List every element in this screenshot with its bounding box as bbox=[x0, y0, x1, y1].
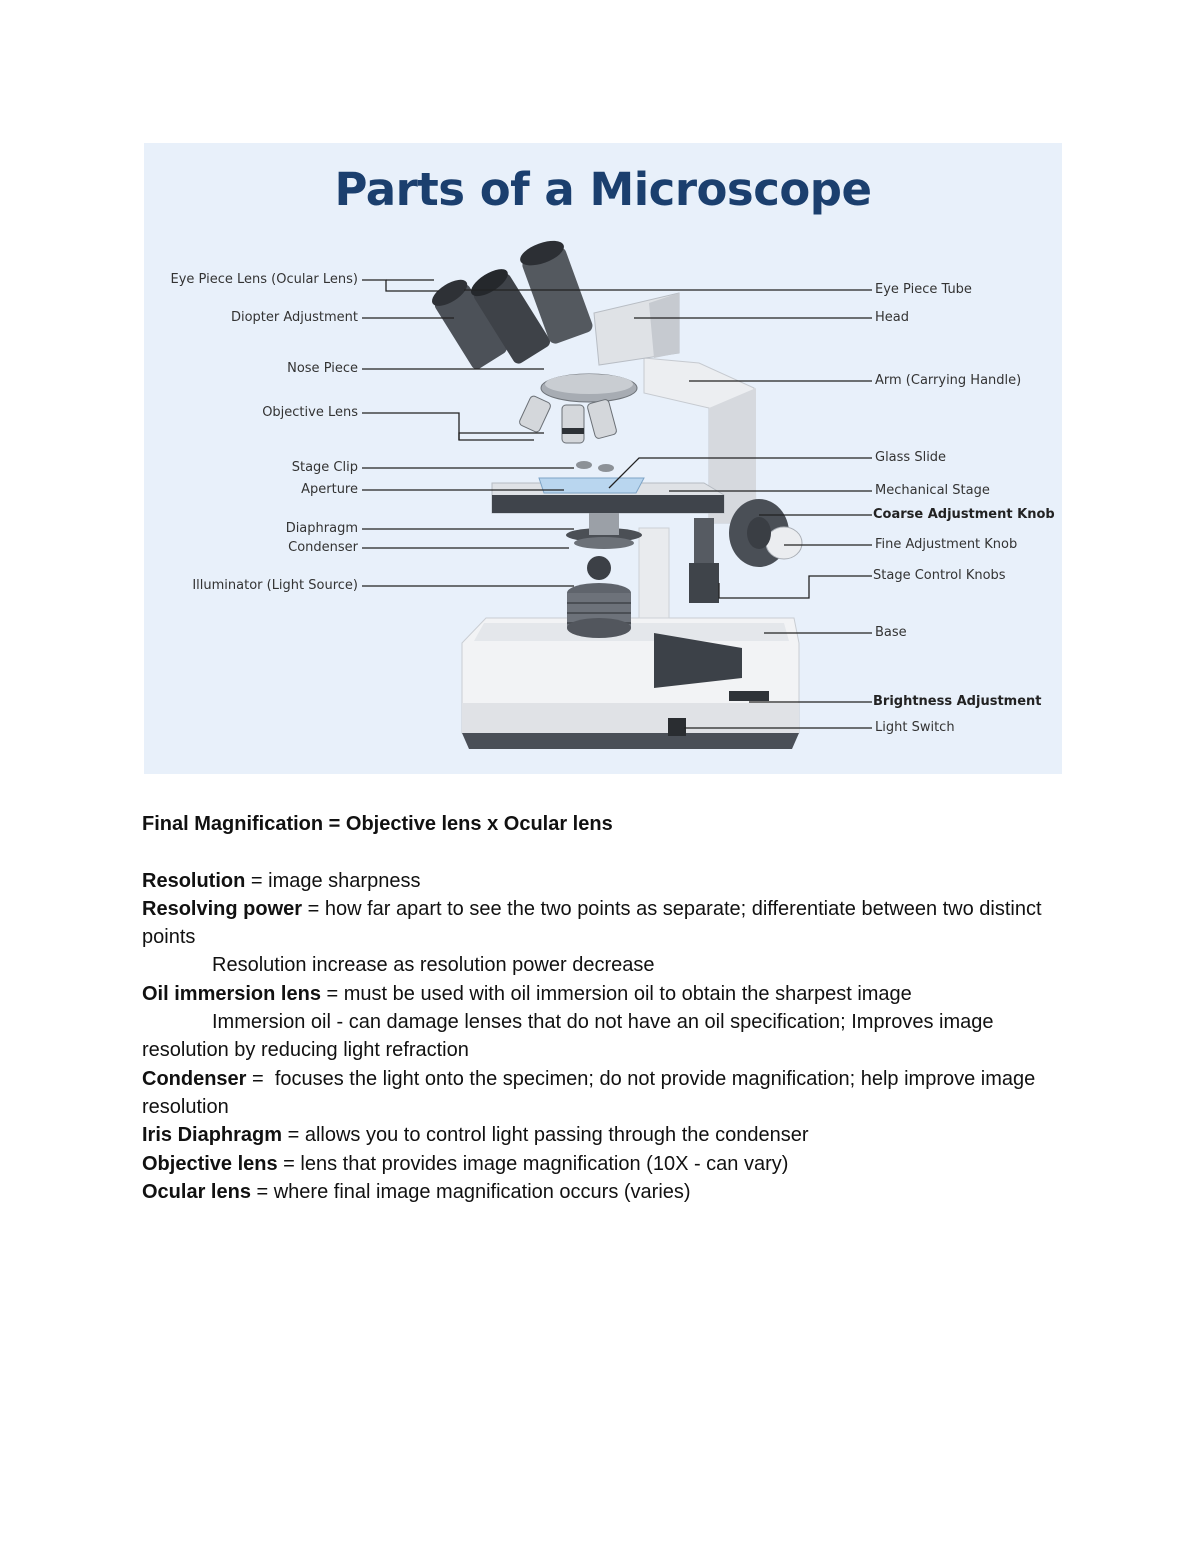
nosepiece-shape bbox=[519, 373, 638, 444]
head-shape bbox=[593, 292, 680, 366]
definition: = image sharpness bbox=[245, 869, 421, 892]
left-leader-lines bbox=[362, 279, 574, 587]
oil-immersion-subnote: Immersion oil - can damage lenses that d… bbox=[142, 1011, 994, 1062]
label-glass-slide: Glass Slide bbox=[875, 450, 947, 465]
objective-lens-entry: Objective lens = lens that provides imag… bbox=[142, 1150, 1072, 1178]
notes-section: Final Magnification = Objective lens x O… bbox=[142, 810, 1072, 1206]
term: Iris Diaphragm bbox=[142, 1124, 283, 1147]
iris-diaphragm-entry: Iris Diaphragm = allows you to control l… bbox=[142, 1121, 1072, 1149]
condenser-shape bbox=[566, 513, 642, 549]
label-objective-lens: Objective Lens bbox=[262, 405, 358, 420]
label-diopter-adjustment: Diopter Adjustment bbox=[230, 310, 358, 325]
definition: = lens that provides image magnification… bbox=[277, 1152, 789, 1175]
eyepieces-shape bbox=[432, 240, 593, 370]
knobs-shape bbox=[689, 499, 803, 603]
resolution-entry: Resolution = image sharpness bbox=[142, 867, 1072, 895]
microscope-diagram: Parts of a Microscope bbox=[144, 143, 1062, 774]
label-brightness-adjustment: Brightness Adjustment bbox=[873, 694, 1042, 709]
magnification-formula: Final Magnification = Objective lens x O… bbox=[142, 813, 613, 835]
label-arm: Arm (Carrying Handle) bbox=[875, 373, 1022, 388]
term: Oil immersion lens bbox=[142, 982, 321, 1005]
diagram-title: Parts of a Microscope bbox=[334, 163, 872, 216]
label-stage-control-knobs: Stage Control Knobs bbox=[873, 568, 1006, 583]
label-condenser: Condenser bbox=[288, 540, 358, 555]
label-aperture: Aperture bbox=[301, 482, 358, 497]
resolving-power-entry: Resolving power = how far apart to see t… bbox=[142, 895, 1072, 952]
label-head: Head bbox=[875, 310, 909, 325]
label-mechanical-stage: Mechanical Stage bbox=[875, 483, 990, 498]
definition: = how far apart to see the two points as… bbox=[142, 897, 1042, 949]
definition: = allows you to control light passing th… bbox=[282, 1124, 809, 1147]
definition: = focuses the light onto the specimen; d… bbox=[142, 1067, 1041, 1118]
oil-immersion-entry: Oil immersion lens = must be used with o… bbox=[142, 980, 1072, 1008]
label-fine-adjustment-knob: Fine Adjustment Knob bbox=[875, 537, 1018, 552]
definition: = must be used with oil immersion oil to… bbox=[320, 982, 912, 1005]
label-coarse-adjustment-knob: Coarse Adjustment Knob bbox=[873, 507, 1055, 522]
term: Resolution bbox=[142, 869, 246, 892]
term: Ocular lens bbox=[142, 1180, 251, 1203]
term: Condenser bbox=[142, 1067, 247, 1090]
base-shape bbox=[461, 617, 800, 749]
label-stage-clip: Stage Clip bbox=[291, 460, 358, 475]
illuminator-shape bbox=[567, 556, 631, 638]
condenser-entry: Condenser = focuses the light onto the s… bbox=[142, 1065, 1072, 1122]
label-diaphragm: Diaphragm bbox=[285, 521, 358, 536]
resolving-power-subnote: Resolution increase as resolution power … bbox=[212, 954, 655, 977]
label-eyepiece-lens: Eye Piece Lens (Ocular Lens) bbox=[170, 272, 358, 287]
term: Objective lens bbox=[142, 1152, 278, 1175]
stage-shape bbox=[491, 461, 725, 514]
label-light-switch: Light Switch bbox=[875, 720, 955, 735]
label-nose-piece: Nose Piece bbox=[287, 361, 358, 376]
microscope-illustration bbox=[362, 240, 872, 749]
right-leader-lines bbox=[464, 289, 872, 729]
ocular-lens-entry: Ocular lens = where final image magnific… bbox=[142, 1178, 1072, 1206]
definition: = where final image magnification occurs… bbox=[250, 1180, 691, 1203]
label-illuminator: Illuminator (Light Source) bbox=[192, 578, 358, 593]
term: Resolving power bbox=[142, 897, 303, 920]
label-eyepiece-tube: Eye Piece Tube bbox=[875, 282, 972, 297]
label-base: Base bbox=[875, 625, 907, 640]
